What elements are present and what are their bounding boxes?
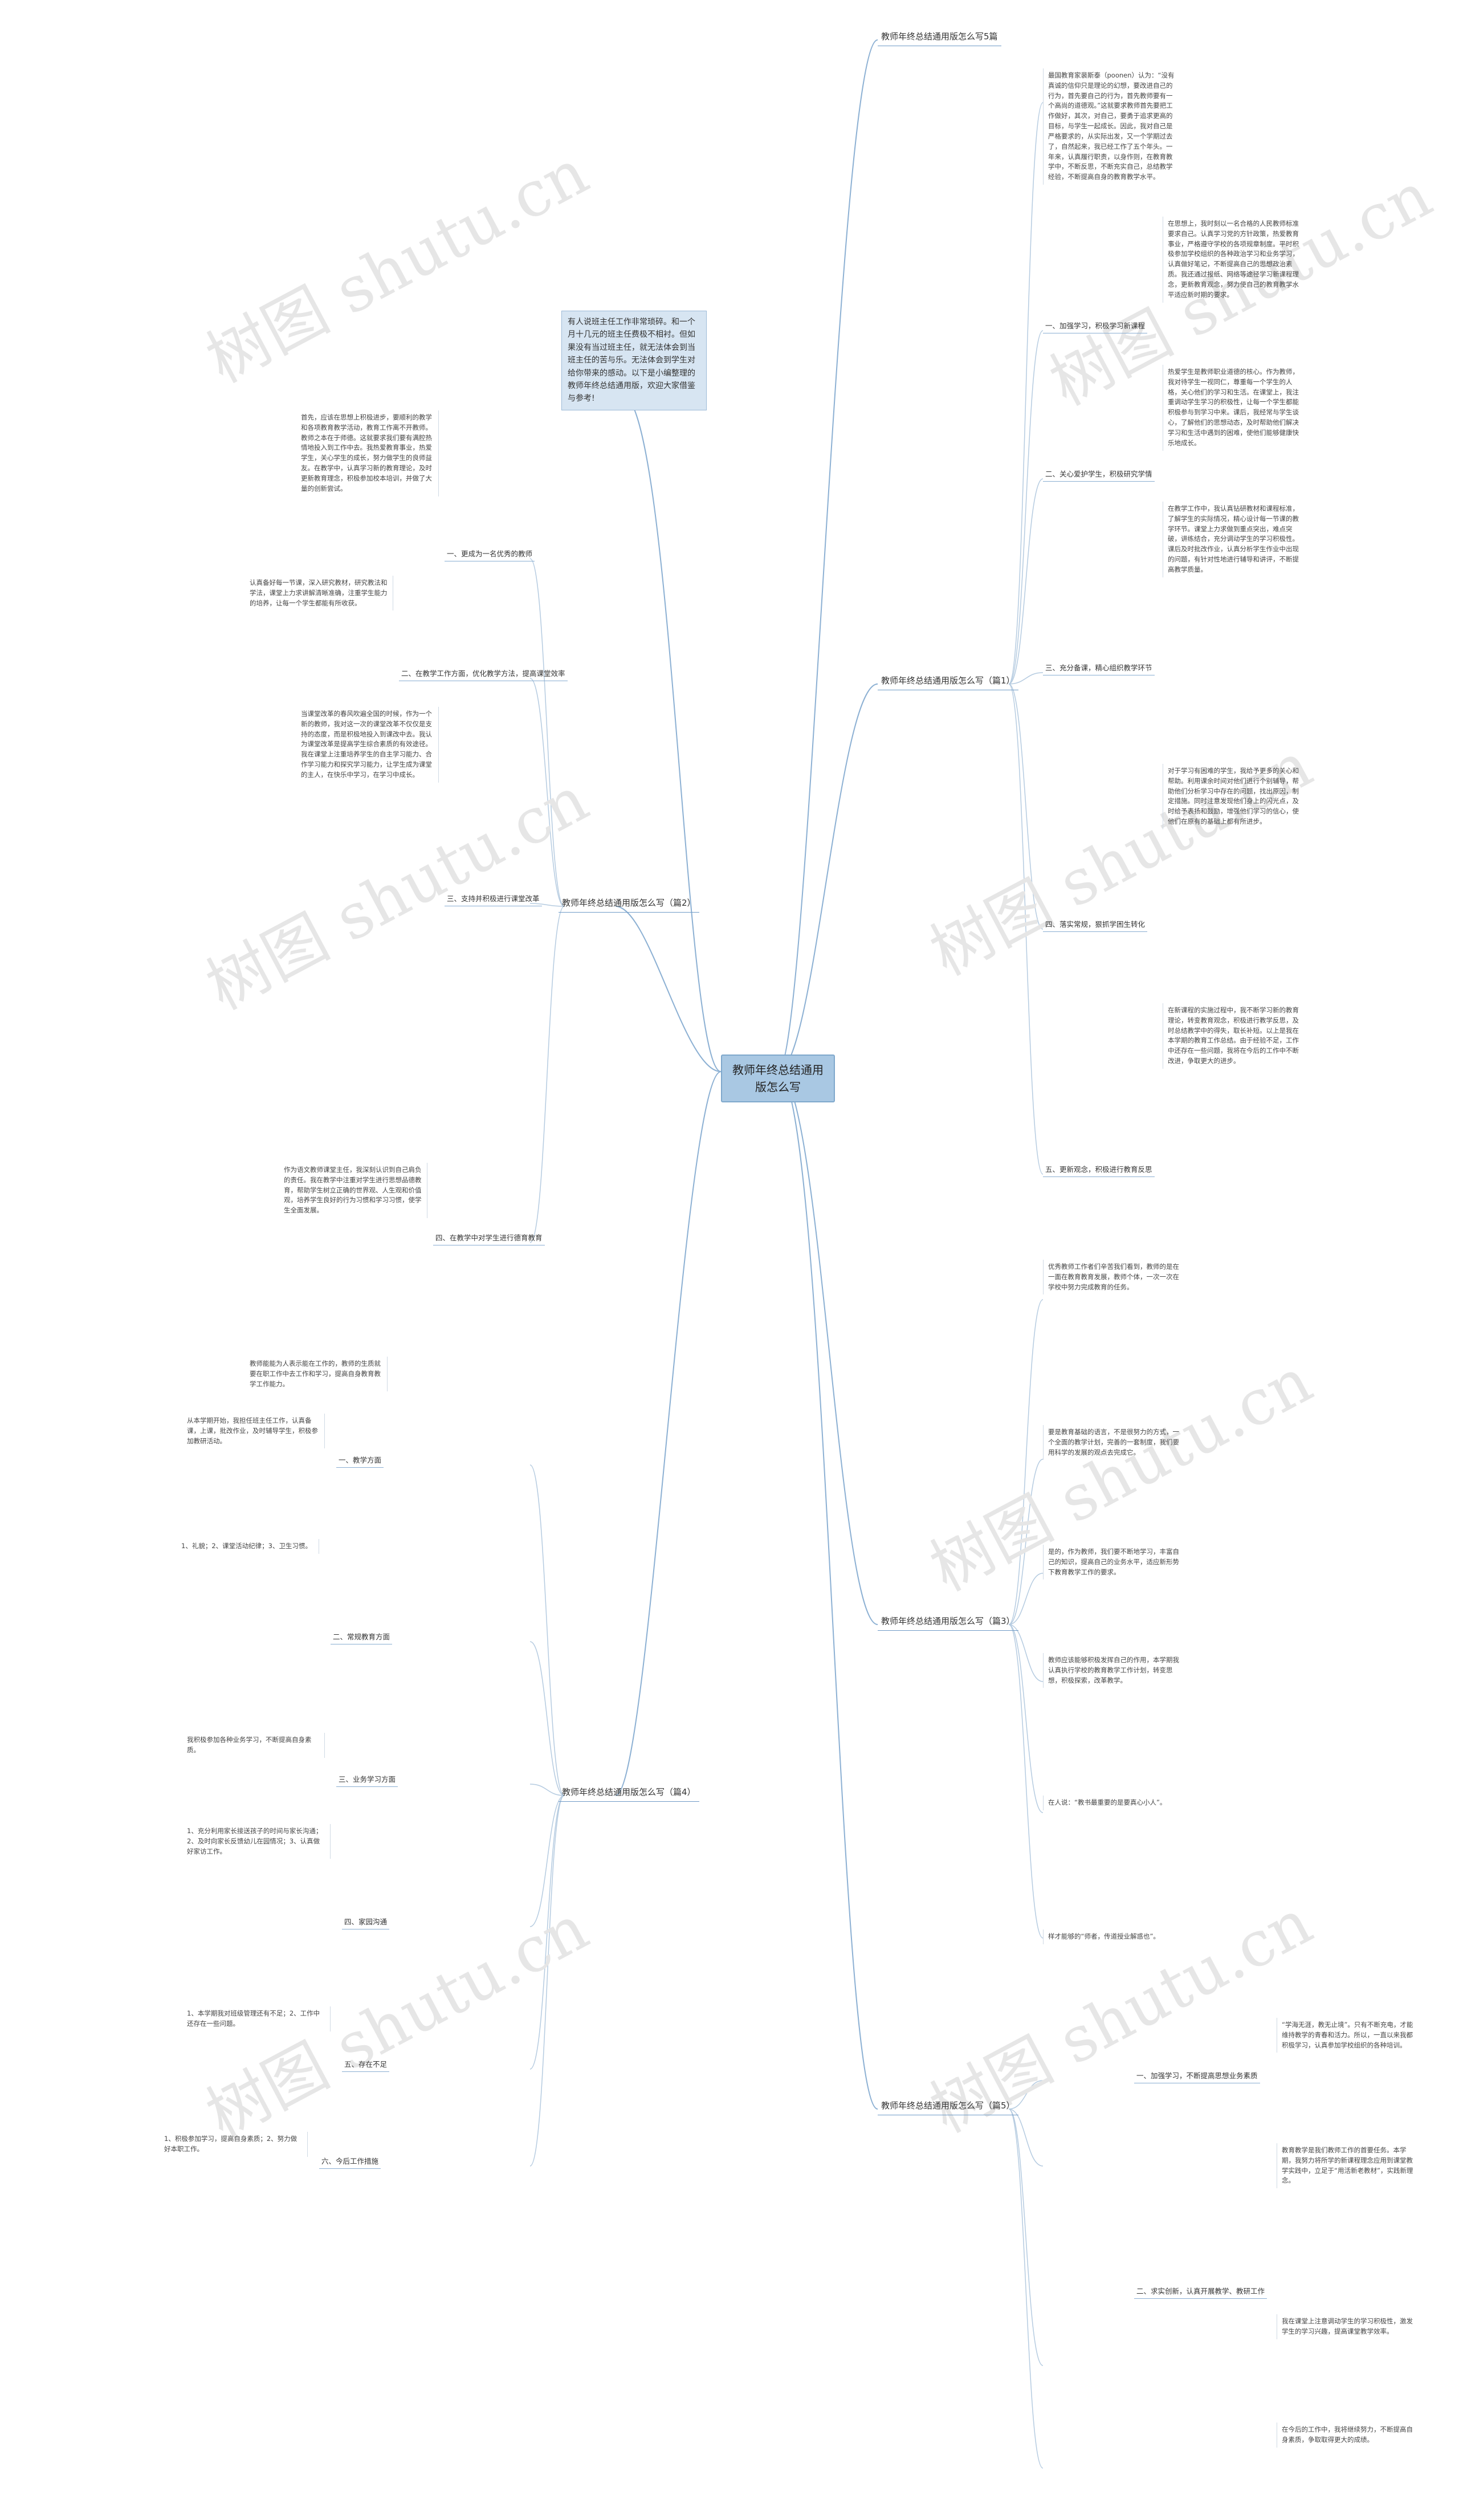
branch-title[interactable]: 教师年终总结通用版怎么写（篇2） — [559, 896, 699, 913]
sub-text: 在人说：“教书最重要的是要真心小人”。 — [1043, 1796, 1185, 1810]
sub-label[interactable]: 二、在教学工作方面，优化教学方法，提高课堂效率 — [399, 668, 568, 682]
sub-text: 要是教育基础的语言，不是很努力的方式，一个全面的教学计划，完善的一套制度，我们要… — [1043, 1425, 1185, 1460]
sub-text: 教师应该能够积极发挥自己的作用，本学期我认真执行学校的教育教学工作计划，转变思想… — [1043, 1653, 1185, 1688]
sub-label[interactable]: 三、充分备课，精心组织教学环节 — [1043, 662, 1155, 676]
branch-intro-text: 最国教育家裴斯泰（poonen）认为：“没有真诚的信仰只是理论的幻想，要改进自己… — [1043, 68, 1180, 185]
branch-title[interactable]: 教师年终总结通用版怎么写（篇1） — [878, 674, 1018, 690]
sub-label[interactable]: 一、加强学习，不断提高思想业务素质 — [1134, 2070, 1260, 2084]
sub-text: “学海无涯，教无止境”。只有不断充电，才能维持教学的青春和活力。所以，一直以来我… — [1277, 2018, 1419, 2053]
sub-label[interactable]: 一、教学方面 — [336, 1455, 384, 1468]
sub-text: 在新课程的实施过程中，我不断学习新的教育理论，转变教育观念，积极进行教学反思，及… — [1163, 1003, 1305, 1069]
branch-intro-text: 教师能能为人表示能在工作的，教师的生质就要在职工作中去工作和学习，提高自身教育教… — [245, 1357, 388, 1392]
sub-text: 作为语文教师课堂主任，我深刻认识到自己肩负的责任。我在教学中注重对学生进行思想品… — [279, 1163, 427, 1219]
sub-text: 1、充分利用家长接送孩子的时间与家长沟通；2、及时向家长反馈幼儿在园情况；3、认… — [182, 1824, 331, 1859]
sub-text: 当课堂改革的春风吹遍全国的时候，作为一个新的教师，我对这一次的课堂改革不仅仅是支… — [296, 707, 439, 783]
sub-text: 1、本学期我对班级管理还有不足；2、工作中还存在一些问题。 — [182, 2006, 331, 2032]
sub-text: 优秀教师工作者们辛苦我们看到，教师的是在一面在教育教育发展，教师个体，一次一次在… — [1043, 1260, 1185, 1295]
sub-text: 认真备好每一节课，深入研究教材，研究教法和学法，课堂上力求讲解清晰准确，注重学生… — [245, 576, 393, 611]
sub-text: 我在课堂上注意调动学生的学习积极性，激发学生的学习兴趣，提高课堂教学效率。 — [1277, 2314, 1419, 2339]
sub-label[interactable]: 二、常规教育方面 — [331, 1631, 393, 1645]
branch-title[interactable]: 教师年终总结通用版怎么写（篇5） — [878, 2099, 1018, 2115]
sub-label[interactable]: 二、关心爱护学生，积极研究学情 — [1043, 469, 1155, 482]
sub-text: 1、积极参加学习，提高自身素质；2、努力做好本职工作。 — [160, 2132, 308, 2157]
sub-label[interactable]: 五、存在不足 — [342, 2059, 390, 2073]
sub-label[interactable]: 四、家园沟通 — [342, 1916, 390, 1930]
sub-label[interactable]: 一、更成为一名优秀的教师 — [445, 548, 535, 562]
sub-text: 教育教学是我们教师工作的首要任务。本学期，我努力将所学的新课程理念应用到课堂教学… — [1277, 2143, 1419, 2189]
branch-title[interactable]: 教师年终总结通用版怎么写5篇 — [878, 30, 1001, 46]
sub-label[interactable]: 五、更新观念，积极进行教育反思 — [1043, 1164, 1155, 1178]
sub-label[interactable]: 一、加强学习，积极学习新课程 — [1043, 320, 1148, 334]
sub-text: 1、礼貌；2、课堂活动纪律；3、卫生习惯。 — [177, 1539, 319, 1554]
root-node[interactable]: 教师年终总结通用版怎么写 — [721, 1055, 835, 1102]
sub-label[interactable]: 四、在教学中对学生进行德育教育 — [433, 1232, 545, 1246]
sub-text: 首先，应该在思想上积极进步，要顺利的教学和各项教育教学活动，教育工作离不开教师。… — [296, 410, 439, 496]
sub-text: 在今后的工作中，我将继续努力，不断提高自身素质，争取取得更大的成绩。 — [1277, 2423, 1419, 2448]
sub-text: 在教学工作中，我认真钻研教材和课程标准，了解学生的实际情况，精心设计每一节课的教… — [1163, 502, 1305, 577]
sub-text: 在思想上，我时刻以一名合格的人民教师标准要求自己。认真学习党的方针政策，热爱教育… — [1163, 217, 1305, 303]
sub-label[interactable]: 二、求实创新，认真开展教学、教研工作 — [1134, 2286, 1268, 2299]
intro-node[interactable]: 有人说班主任工作非常琐碎。和一个月十几元的班主任费极不相衬。但如果没有当过班主任… — [561, 311, 707, 410]
sub-label[interactable]: 三、业务学习方面 — [336, 1774, 398, 1788]
sub-text: 热爱学生是教师职业道德的核心。作为教师，我对待学生一视同仁，尊重每一个学生的人格… — [1163, 365, 1305, 451]
branch-title[interactable]: 教师年终总结通用版怎么写（篇3） — [878, 1614, 1018, 1631]
sub-text: 我积极参加各种业务学习，不断提高自身素质。 — [182, 1733, 325, 1758]
sub-label[interactable]: 六、今后工作措施 — [319, 2156, 381, 2169]
sub-label[interactable]: 三、支持并积极进行课堂改革 — [445, 893, 542, 907]
sub-label[interactable]: 四、落实常规，狠抓学困生转化 — [1043, 919, 1148, 933]
sub-text: 样才能够的“师者，传道授业解惑也”。 — [1043, 1929, 1185, 1944]
branch-title[interactable]: 教师年终总结通用版怎么写（篇4） — [559, 1785, 699, 1802]
sub-text: 从本学期开始，我担任班主任工作，认真备课，上课，批改作业，及时辅导学生，积极参加… — [182, 1414, 325, 1449]
sub-text: 对于学习有困难的学生，我给予更多的关心和帮助。利用课余时间对他们进行个别辅导，帮… — [1163, 764, 1305, 829]
sub-text: 是的，作为教师，我们要不断地学习，丰富自己的知识，提高自己的业务水平，适应新形势… — [1043, 1545, 1185, 1580]
